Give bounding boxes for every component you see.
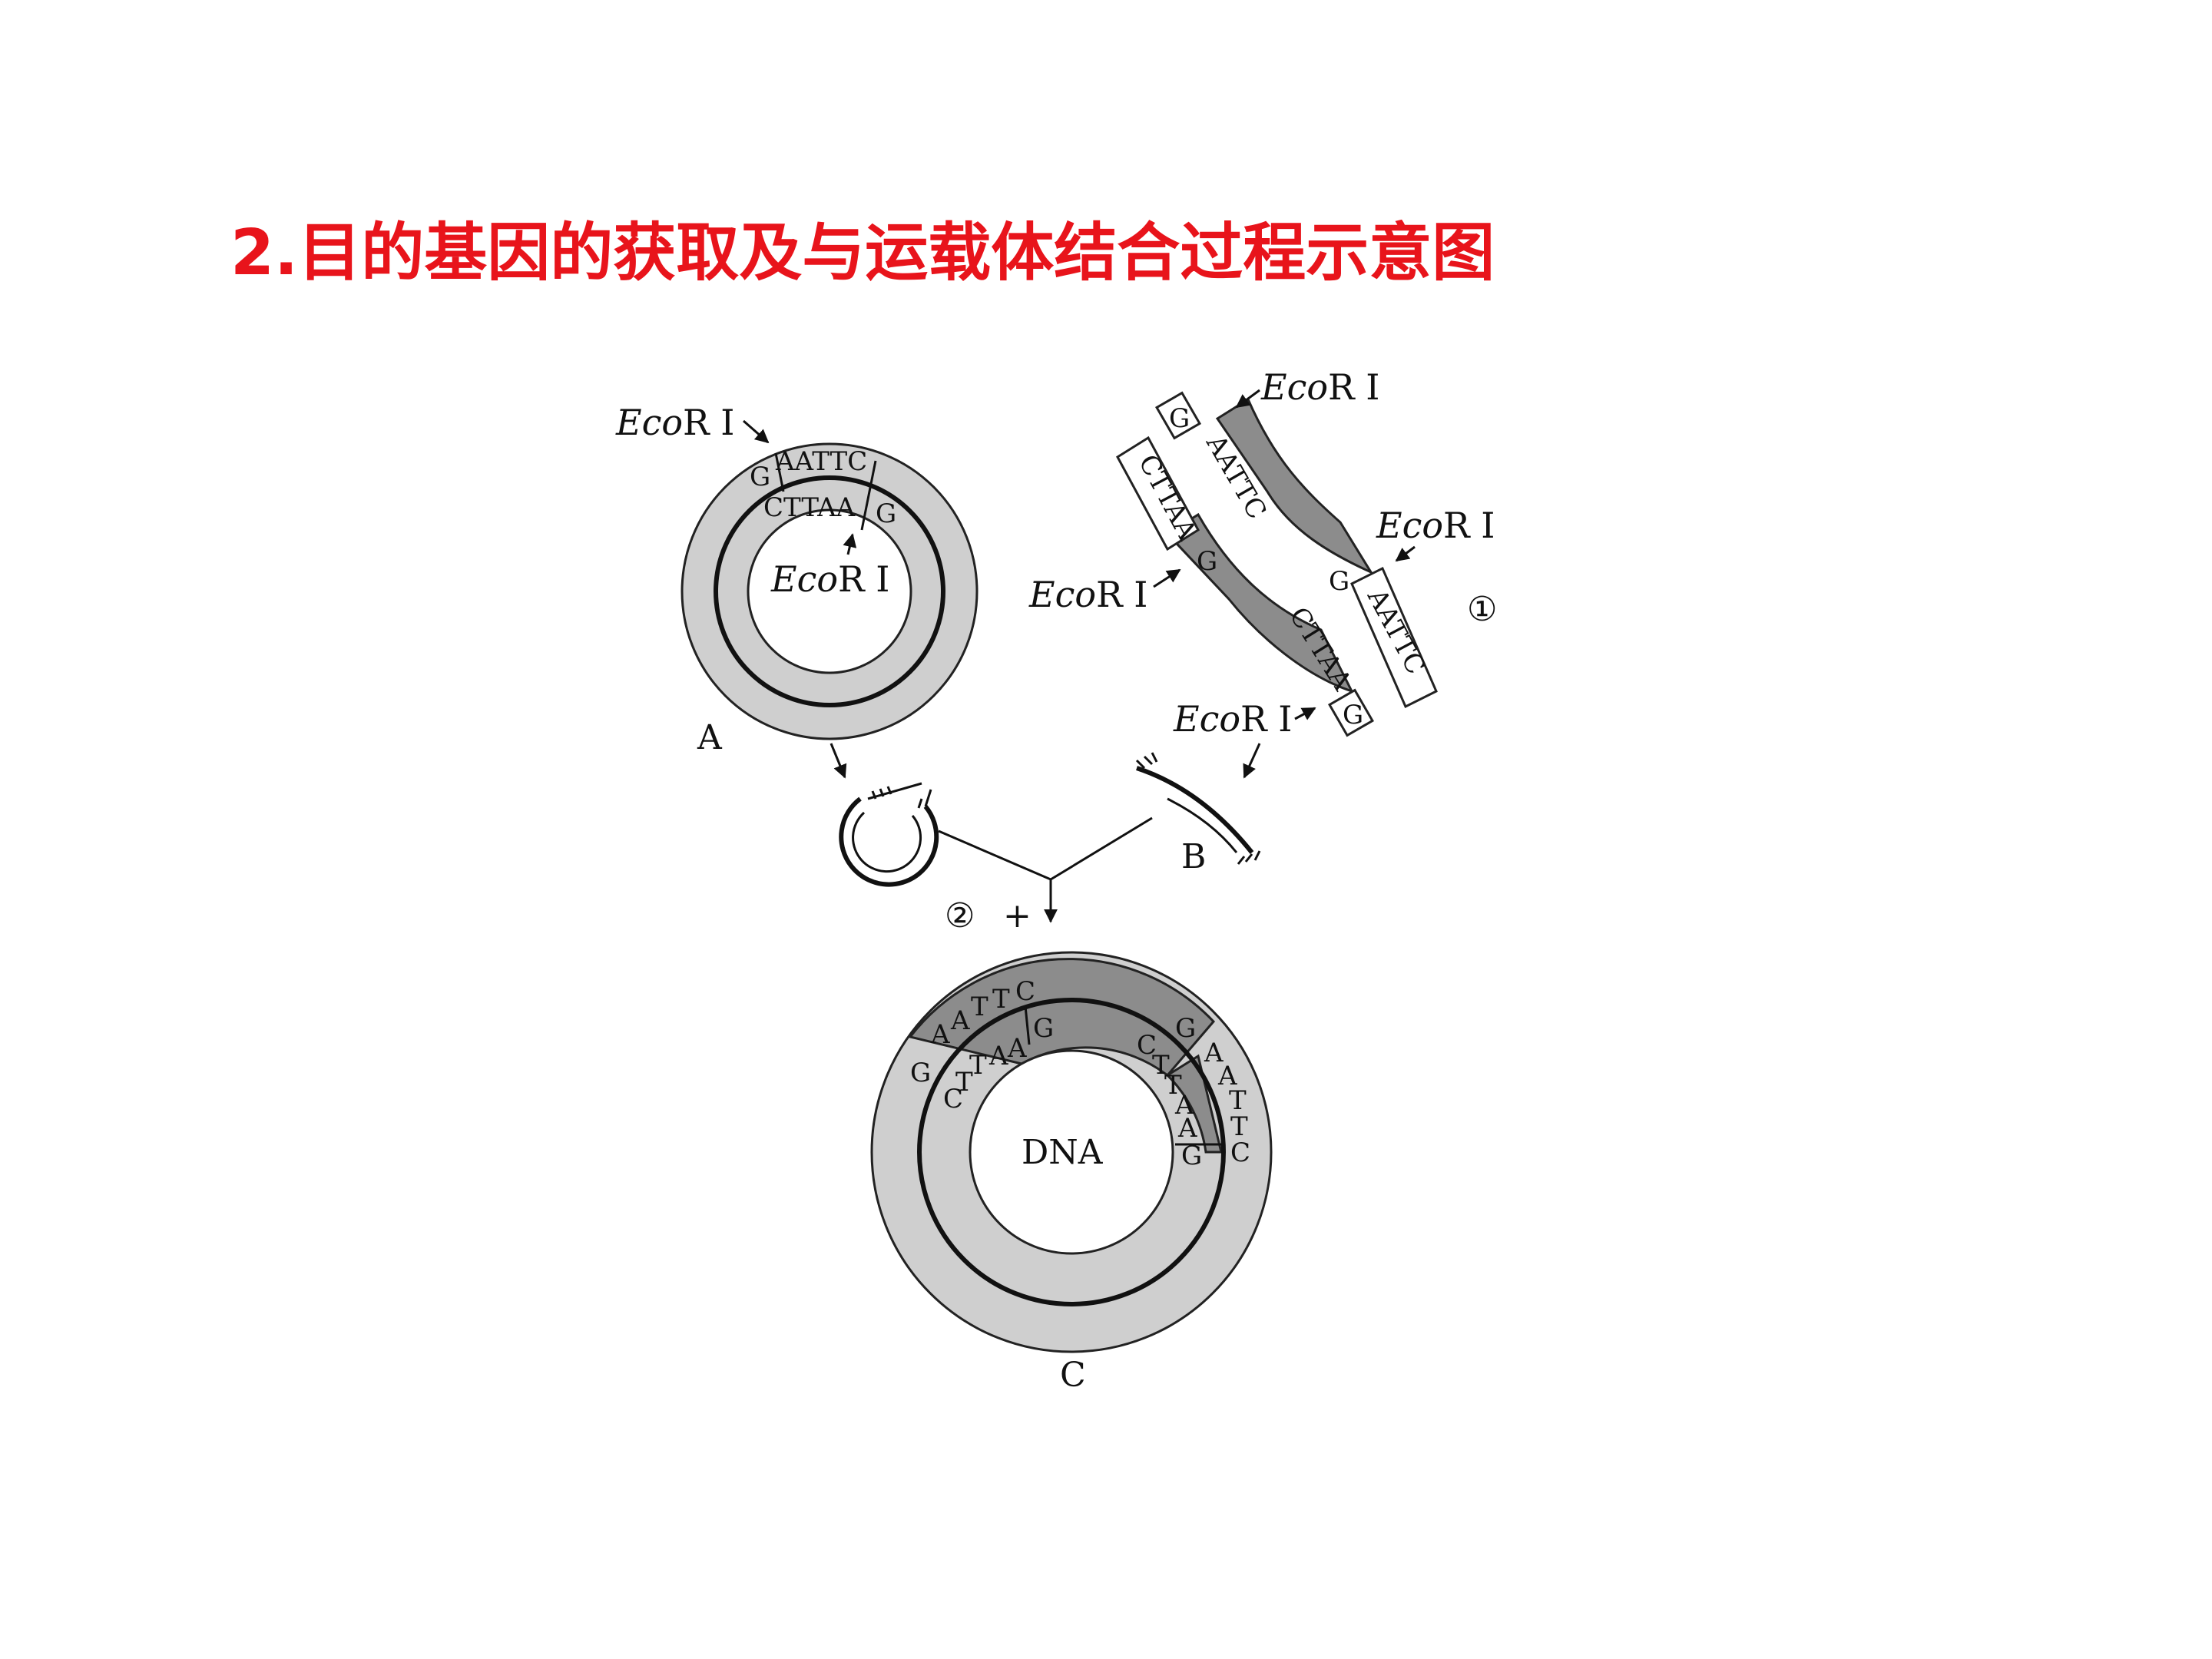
plasmid-a-strand-line — [714, 475, 945, 707]
sticky-end-box — [1116, 435, 1200, 551]
cut-site-mark — [774, 452, 785, 492]
dna-label: DNA — [1022, 1133, 1104, 1172]
base-t: T — [969, 1050, 987, 1081]
sequence-aattc: AATTC — [775, 446, 867, 477]
base-t: T — [1230, 1111, 1248, 1142]
sticky-end-box — [1350, 566, 1438, 709]
join-lines — [938, 816, 1153, 881]
recombinant-c-label: C — [1060, 1356, 1086, 1395]
base-c: C — [1137, 1030, 1157, 1061]
base-a: A — [1177, 1113, 1197, 1144]
base-t: T — [971, 992, 988, 1022]
recombinant-strand-line — [917, 998, 1226, 1306]
plasmid-a-inner-hole — [747, 508, 912, 674]
enzyme-arrow — [1294, 707, 1316, 720]
base-t: T — [992, 984, 1010, 1015]
fragment-b: B — [1135, 743, 1261, 876]
base-a: A — [950, 1005, 970, 1036]
enzyme-arrow — [1395, 545, 1416, 562]
base-c: C — [943, 1084, 963, 1114]
base-t: T — [1229, 1085, 1247, 1116]
plasmid-a-label: A — [697, 718, 723, 757]
enzyme-label: EcoR I — [770, 558, 889, 600]
cut-site-mark — [860, 460, 877, 531]
base-a: A — [1204, 1038, 1224, 1068]
fragment-b-label: B — [1181, 837, 1206, 876]
base-g: G — [750, 462, 770, 492]
base-g: G — [1033, 1013, 1054, 1044]
enzyme-label: EcoR I — [615, 402, 734, 443]
plasmid-a: G AATTC CTTAA G EcoR I EcoR I A — [615, 402, 979, 757]
fragment-b-strand — [1136, 766, 1254, 854]
base-c: C — [1230, 1137, 1250, 1168]
base-c: C — [1015, 976, 1035, 1007]
enzyme-arrow — [843, 533, 857, 555]
cut-plasmid — [830, 743, 939, 887]
recombinant-c: G A A T T C C T T A A G G A A T T C C T … — [870, 951, 1273, 1395]
sticky-ends — [1135, 752, 1261, 865]
base-g: G — [876, 498, 896, 529]
inserted-gene-band — [908, 958, 1216, 1078]
base-a: A — [1007, 1033, 1027, 1064]
base-a: A — [930, 1019, 950, 1050]
base-g: G — [910, 1058, 931, 1088]
base-g: G — [1169, 403, 1190, 434]
enzyme-arrow — [1235, 389, 1260, 409]
donor-upper-strand — [1215, 397, 1374, 575]
flow-arrow — [1243, 743, 1261, 779]
base-a: A — [988, 1041, 1008, 1071]
fragment-b-strand — [1167, 797, 1238, 853]
enzyme-label: EcoR I — [1173, 698, 1292, 740]
donor-lower-strand — [1165, 512, 1354, 694]
base-g: G — [1197, 546, 1217, 577]
base-t: T — [1152, 1050, 1170, 1081]
page-title: 2.目的基因的获取及与运载体结合过程示意图 — [230, 217, 1495, 290]
base-a: A — [1174, 1090, 1194, 1121]
sticky-end-box — [1327, 688, 1375, 737]
enzyme-label: EcoR I — [1028, 574, 1147, 615]
base-g: G — [1181, 1141, 1202, 1171]
base-t: T — [1164, 1070, 1182, 1101]
enzyme-label: EcoR I — [1376, 505, 1495, 546]
plus-sign: + — [1003, 896, 1031, 935]
enzyme-arrow — [1153, 568, 1181, 588]
sticky-end-box — [1154, 391, 1202, 440]
recombinant-inner-hole — [969, 1049, 1174, 1255]
inserted-gene-band — [1165, 1054, 1223, 1154]
cut-plasmid-outer — [839, 796, 939, 887]
flow-arrow — [830, 743, 847, 779]
enzyme-label: EcoR I — [1260, 366, 1379, 408]
sequence-cttaa: CTTAA — [763, 492, 856, 523]
donor-dna: G AATTC CTTAA G G CTTAA AATTC G EcoR I E… — [1028, 366, 1497, 740]
base-g: G — [1175, 1013, 1196, 1044]
base-g: G — [1329, 566, 1349, 597]
base-g: G — [1343, 700, 1363, 730]
cut-plasmid-inner — [852, 811, 922, 873]
step-2-marker: ② — [945, 896, 975, 935]
junction-mark — [1024, 1005, 1031, 1045]
sticky-ends — [867, 782, 932, 809]
enzyme-arrow — [743, 419, 770, 444]
step-1-marker: ① — [1467, 590, 1497, 629]
base-a: A — [1217, 1061, 1237, 1091]
base-t: T — [955, 1067, 973, 1098]
